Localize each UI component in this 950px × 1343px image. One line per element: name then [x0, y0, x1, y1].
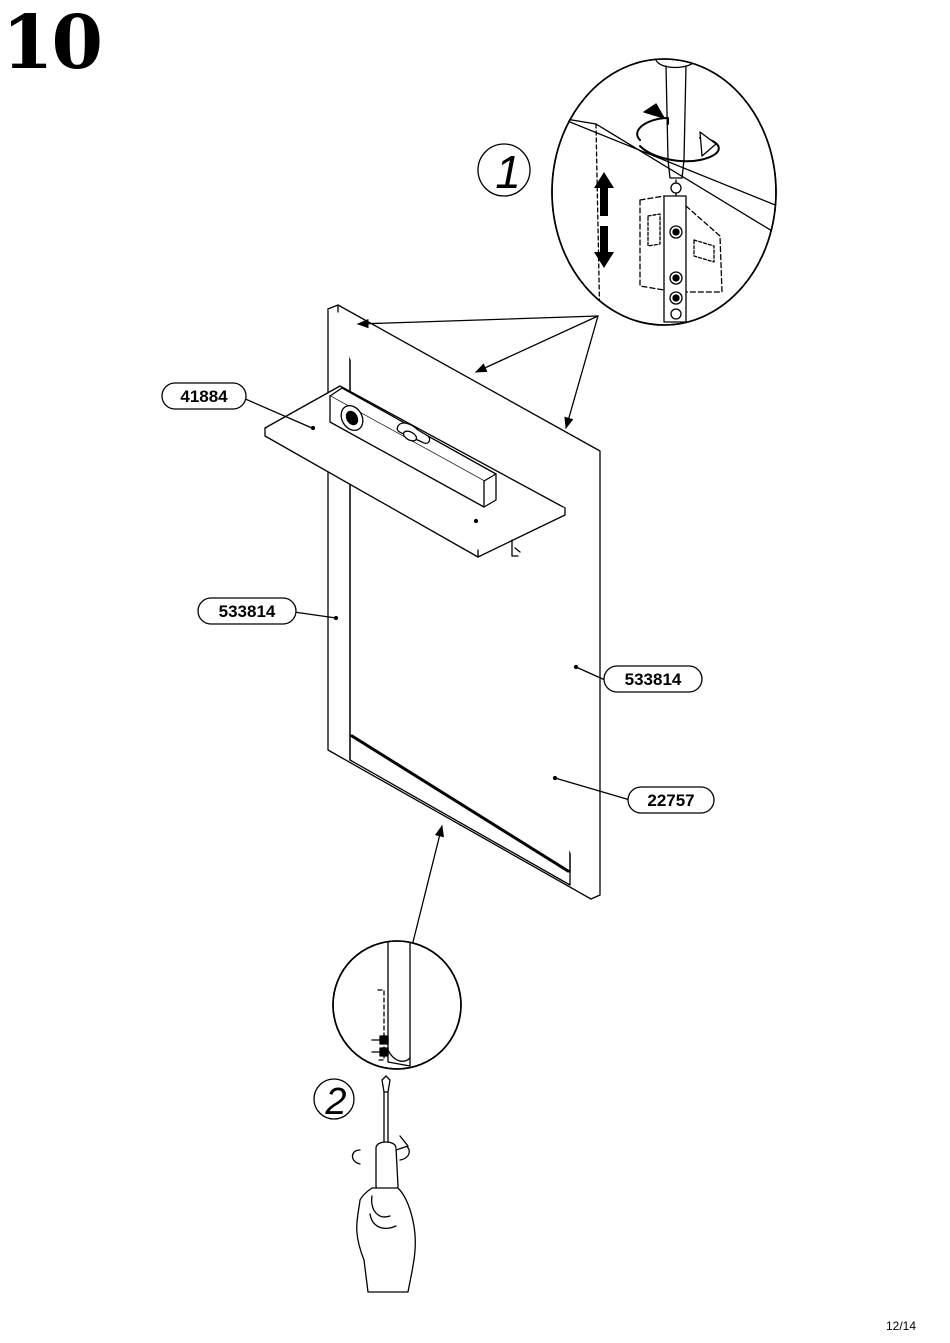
part-number-533814-left: 533814 — [219, 602, 276, 621]
substep-marker-1: 1 — [478, 144, 530, 198]
substep-label-1: 1 — [495, 146, 521, 198]
part-number-41884: 41884 — [180, 387, 228, 406]
part-number-22757: 22757 — [647, 791, 694, 810]
detail-screw-tighten — [333, 940, 461, 1069]
hand-icon — [353, 1076, 416, 1292]
mirror-frame — [328, 305, 600, 899]
part-number-533814-right: 533814 — [625, 670, 682, 689]
page-number: 12/14 — [886, 1319, 916, 1333]
substep-label-2: 2 — [324, 1081, 346, 1123]
part-label-side-left: 533814 — [198, 598, 338, 624]
substep-marker-2: 2 — [314, 1079, 354, 1123]
detail-hanger-adjustment — [552, 59, 800, 330]
